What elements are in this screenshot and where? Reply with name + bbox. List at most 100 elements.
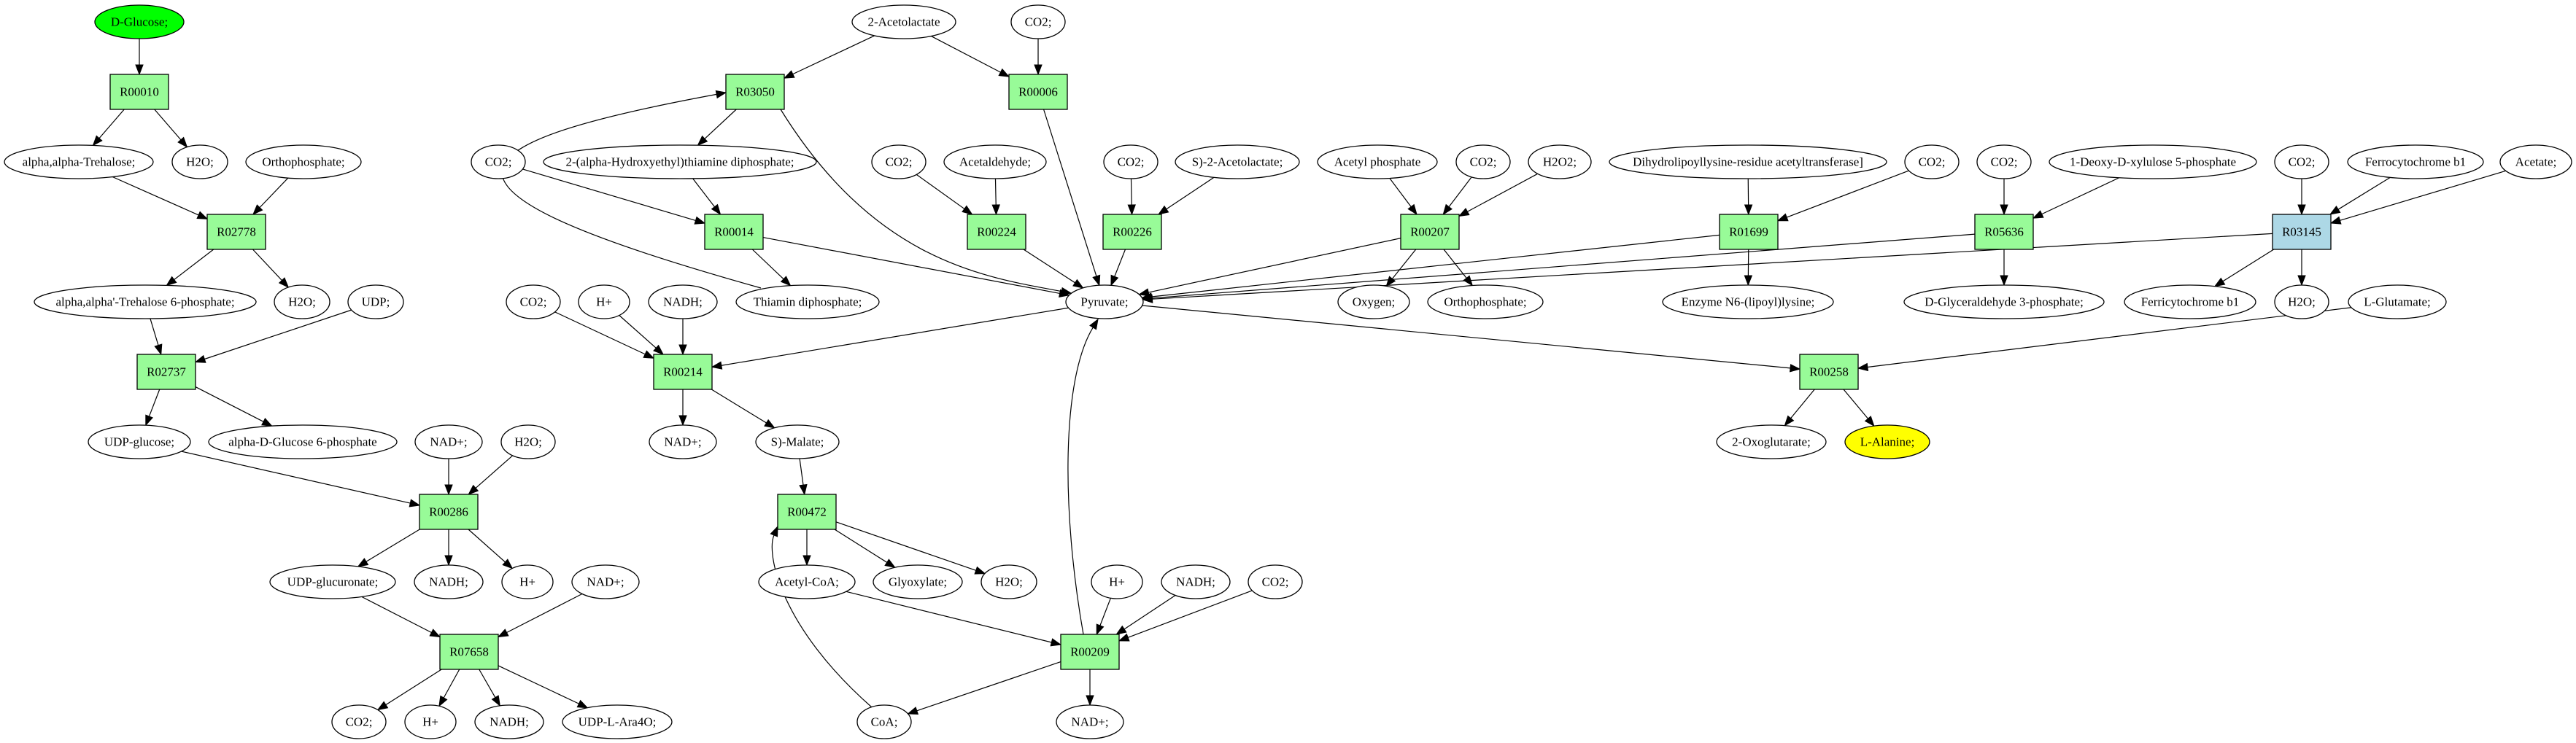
compound-node-h2o2[interactable]: H2O2; xyxy=(1528,144,1592,179)
compound-ellipse[interactable] xyxy=(980,564,1037,599)
compound-node-h2o_b[interactable]: H2O; xyxy=(274,284,330,319)
compound-ellipse[interactable] xyxy=(1528,144,1592,179)
compound-node-ferricyt[interactable]: Ferricytochrome b1 xyxy=(2124,284,2256,319)
reaction-node-r00207[interactable]: R00207 xyxy=(1400,214,1460,250)
compound-node-udpglucose[interactable]: UDP-glucose; xyxy=(88,424,191,459)
compound-ellipse[interactable] xyxy=(648,284,718,319)
compound-node-h2o_a[interactable]: H2O; xyxy=(171,144,228,179)
reaction-node-r01699[interactable]: R01699 xyxy=(1719,214,1779,250)
compound-node-oxoglutarate[interactable]: 2-Oxoglutarate; xyxy=(1716,424,1827,459)
compound-node-nadp_c[interactable]: NAD+; xyxy=(649,424,717,459)
compound-ellipse[interactable] xyxy=(34,284,257,319)
reaction-box[interactable] xyxy=(109,74,169,110)
compound-ellipse[interactable] xyxy=(571,564,640,599)
compound-ellipse[interactable] xyxy=(245,144,362,179)
compound-node-hethylthpp[interactable]: 2-(alpha-Hydroxyethyl)thiamine diphospha… xyxy=(543,144,817,179)
reaction-box[interactable] xyxy=(1719,214,1779,250)
compound-node-nadp_d[interactable]: NAD+; xyxy=(1056,704,1124,739)
compound-ellipse[interactable] xyxy=(501,564,554,599)
compound-node-alanine[interactable]: L-Alanine; xyxy=(1844,424,1930,459)
compound-ellipse[interactable] xyxy=(474,704,544,739)
compound-ellipse[interactable] xyxy=(2274,144,2329,179)
compound-node-glucose[interactable]: D-Glucose; xyxy=(94,4,185,39)
reaction-node-r02737[interactable]: R02737 xyxy=(136,354,196,390)
reaction-node-r00014[interactable]: R00014 xyxy=(704,214,764,250)
reaction-node-r03050[interactable]: R03050 xyxy=(725,74,785,110)
reaction-box[interactable] xyxy=(725,74,785,110)
compound-ellipse[interactable] xyxy=(1844,424,1930,459)
compound-node-trehalose[interactable]: alpha,alpha-Trehalose; xyxy=(4,144,154,179)
compound-node-hplus_b[interactable]: H+ xyxy=(404,704,457,739)
compound-ellipse[interactable] xyxy=(735,284,880,319)
reaction-box[interactable] xyxy=(439,634,499,670)
compound-ellipse[interactable] xyxy=(1010,4,1066,39)
compound-node-orthophosphate_a[interactable]: Orthophosphate; xyxy=(245,144,362,179)
compound-node-glyoxylate[interactable]: Glyoxylate; xyxy=(873,564,963,599)
reaction-box[interactable] xyxy=(1400,214,1460,250)
compound-ellipse[interactable] xyxy=(543,144,817,179)
compound-node-h2o_c[interactable]: H2O; xyxy=(500,424,556,459)
reaction-node-r00006[interactable]: R00006 xyxy=(1008,74,1068,110)
compound-ellipse[interactable] xyxy=(1609,144,1887,179)
reaction-node-r00010[interactable]: R00010 xyxy=(109,74,169,110)
compound-ellipse[interactable] xyxy=(1056,704,1124,739)
compound-ellipse[interactable] xyxy=(171,144,228,179)
reaction-box[interactable] xyxy=(1799,354,1859,390)
compound-ellipse[interactable] xyxy=(1904,144,1960,179)
compound-ellipse[interactable] xyxy=(1103,144,1159,179)
compound-ellipse[interactable] xyxy=(1662,284,1834,319)
compound-ellipse[interactable] xyxy=(331,704,387,739)
compound-ellipse[interactable] xyxy=(2347,144,2484,179)
compound-ellipse[interactable] xyxy=(1903,284,2105,319)
compound-ellipse[interactable] xyxy=(274,284,330,319)
compound-node-acetate[interactable]: Acetate; xyxy=(2499,144,2572,179)
compound-node-co2_h[interactable]: CO2; xyxy=(1455,144,1511,179)
reaction-box[interactable] xyxy=(704,214,764,250)
compound-node-udp[interactable]: UDP; xyxy=(347,284,404,319)
reaction-box[interactable] xyxy=(419,494,479,530)
compound-node-thpp[interactable]: Thiamin diphosphate; xyxy=(735,284,880,319)
compound-ellipse[interactable] xyxy=(1248,564,1303,599)
reaction-box[interactable] xyxy=(1060,634,1120,670)
compound-ellipse[interactable] xyxy=(500,424,556,459)
compound-ellipse[interactable] xyxy=(404,704,457,739)
compound-node-hplus_c[interactable]: H+ xyxy=(578,284,630,319)
compound-ellipse[interactable] xyxy=(4,144,154,179)
compound-ellipse[interactable] xyxy=(562,704,673,739)
compound-ellipse[interactable] xyxy=(2274,284,2329,319)
compound-ellipse[interactable] xyxy=(755,424,840,459)
compound-node-pyruvate[interactable]: Pyruvate; xyxy=(1065,284,1144,319)
compound-node-gap[interactable]: D-Glyceraldehyde 3-phosphate; xyxy=(1903,284,2105,319)
compound-node-co2_j[interactable]: CO2; xyxy=(1976,144,2032,179)
compound-node-acetaldehyde[interactable]: Acetaldehyde; xyxy=(943,144,1047,179)
compound-node-acetylphosphate[interactable]: Acetyl phosphate xyxy=(1317,144,1438,179)
compound-node-co2_k[interactable]: CO2; xyxy=(2274,144,2329,179)
compound-node-sacetolactate[interactable]: S)-2-Acetolactate; xyxy=(1175,144,1300,179)
compound-ellipse[interactable] xyxy=(1065,284,1144,319)
compound-ellipse[interactable] xyxy=(1427,284,1544,319)
compound-node-orthophosphate_b[interactable]: Orthophosphate; xyxy=(1427,284,1544,319)
compound-node-nadh_b[interactable]: NADH; xyxy=(474,704,544,739)
compound-node-hplus_d[interactable]: H+ xyxy=(1091,564,1143,599)
compound-ellipse[interactable] xyxy=(873,564,963,599)
reaction-box[interactable] xyxy=(967,214,1026,250)
compound-ellipse[interactable] xyxy=(2499,144,2572,179)
compound-ellipse[interactable] xyxy=(414,424,483,459)
compound-ellipse[interactable] xyxy=(269,564,396,599)
compound-node-co2_d[interactable]: CO2; xyxy=(871,144,927,179)
compound-ellipse[interactable] xyxy=(208,424,398,459)
compound-ellipse[interactable] xyxy=(943,144,1047,179)
compound-node-nadp_a[interactable]: NAD+; xyxy=(414,424,483,459)
reaction-box[interactable] xyxy=(1008,74,1068,110)
compound-ellipse[interactable] xyxy=(1455,144,1511,179)
reaction-box[interactable] xyxy=(777,494,837,530)
compound-node-dihydrolipoyl[interactable]: Dihydrolipoyllysine-residue acetyltransf… xyxy=(1609,144,1887,179)
compound-node-h2o_d[interactable]: H2O; xyxy=(980,564,1037,599)
compound-ellipse[interactable] xyxy=(856,704,912,739)
compound-node-acetolactate2[interactable]: 2-Acetolactate xyxy=(851,4,956,39)
reaction-box[interactable] xyxy=(1974,214,2034,250)
reaction-node-r00226[interactable]: R00226 xyxy=(1102,214,1162,250)
reaction-node-r00224[interactable]: R00224 xyxy=(967,214,1026,250)
reaction-box[interactable] xyxy=(653,354,713,390)
compound-ellipse[interactable] xyxy=(1976,144,2032,179)
